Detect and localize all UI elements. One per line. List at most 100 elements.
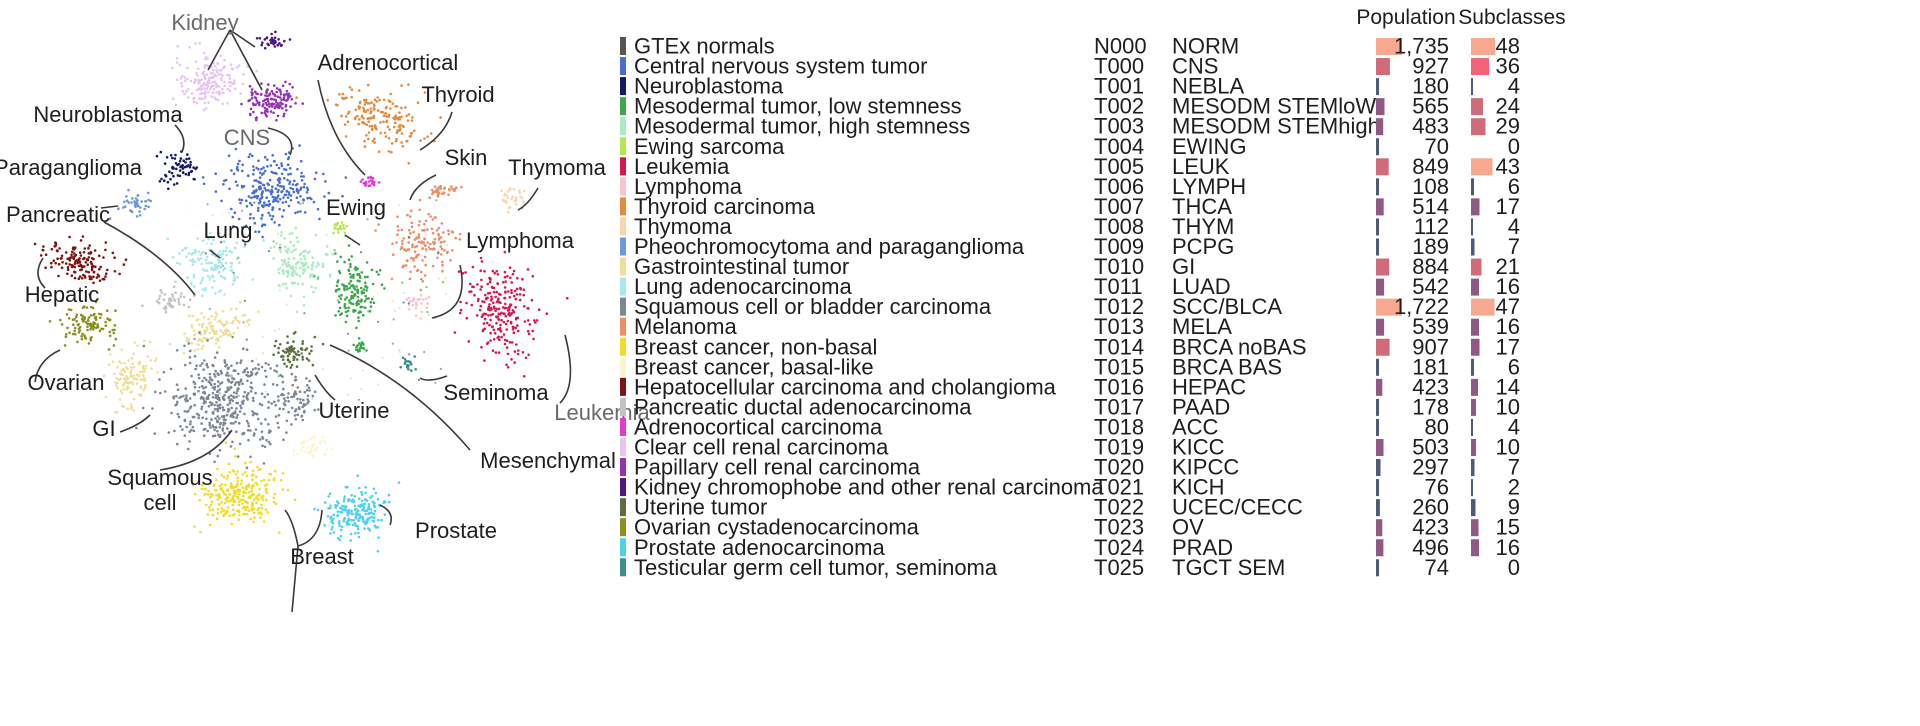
umap-point [423, 237, 426, 241]
umap-point [263, 155, 267, 159]
umap-point [295, 196, 299, 199]
umap-point [364, 294, 368, 298]
population-bar [1376, 258, 1390, 276]
umap-point [283, 260, 287, 263]
umap-point [346, 287, 349, 291]
umap-point [411, 303, 415, 307]
umap-point [234, 147, 238, 151]
umap-point [158, 180, 162, 183]
umap-point [220, 199, 223, 203]
umap-point [524, 356, 528, 360]
umap-point [78, 275, 82, 278]
umap-point [500, 318, 503, 322]
umap-point [405, 249, 408, 252]
umap-point [389, 107, 392, 110]
subclasses-bar [1471, 378, 1478, 396]
umap-point [372, 183, 376, 187]
umap-point [342, 223, 345, 227]
umap-point [504, 280, 507, 283]
population-bar [1376, 459, 1381, 477]
umap-point [98, 267, 101, 271]
umap-point [83, 256, 86, 260]
umap-point [512, 310, 516, 314]
umap-point [364, 100, 367, 104]
umap-point [417, 298, 420, 301]
umap-point [369, 300, 373, 304]
umap-point [202, 182, 206, 186]
umap-point [162, 298, 166, 302]
legend-swatch [620, 458, 626, 477]
umap-point [479, 288, 482, 291]
umap-point [507, 290, 510, 293]
umap-point [230, 250, 233, 254]
umap-point [405, 298, 409, 301]
umap-point [226, 87, 230, 91]
umap-point [269, 97, 273, 101]
umap-point [344, 115, 348, 118]
umap-point [275, 119, 278, 122]
umap-point [221, 87, 224, 91]
umap-point [277, 166, 281, 170]
umap-point [497, 297, 500, 301]
umap-point [136, 193, 140, 197]
umap-point [270, 36, 274, 40]
umap-point [415, 255, 419, 258]
umap-point [513, 350, 517, 353]
umap-point [223, 179, 226, 183]
umap-point [382, 98, 386, 102]
umap-point [288, 38, 292, 41]
umap-point [260, 192, 264, 195]
umap-point [475, 314, 479, 317]
umap-point [347, 269, 351, 273]
umap-point [505, 363, 508, 367]
umap-point [429, 242, 432, 246]
umap-point [291, 183, 295, 186]
umap-point [410, 209, 413, 213]
umap-point [437, 232, 440, 236]
umap-point [290, 250, 293, 254]
umap-point [113, 270, 117, 273]
umap-point [271, 195, 275, 199]
umap-point [341, 194, 344, 198]
umap-point [143, 207, 146, 211]
umap-point [104, 275, 107, 278]
umap-point [479, 269, 483, 273]
umap-point [506, 366, 510, 369]
umap-point [56, 257, 59, 261]
umap-point [175, 61, 179, 64]
umap-point [415, 303, 418, 307]
umap-point [338, 306, 342, 310]
umap-point [366, 108, 370, 112]
umap-point [291, 187, 295, 191]
umap-point [278, 88, 282, 92]
subclasses-bar [1471, 158, 1493, 176]
umap-point [495, 321, 498, 325]
umap-point [172, 174, 175, 178]
umap-point [344, 176, 348, 179]
umap-point [170, 171, 174, 175]
umap-point [253, 221, 257, 225]
umap-point [425, 306, 429, 310]
umap-point [252, 191, 256, 195]
umap-point [215, 91, 218, 94]
umap-point [492, 301, 495, 305]
umap-point [384, 135, 388, 138]
umap-point [263, 106, 267, 110]
umap-point [212, 88, 216, 91]
umap-point [223, 80, 226, 84]
umap-point [290, 232, 294, 235]
umap-point [358, 118, 361, 121]
umap-point [240, 198, 244, 202]
umap-point [350, 294, 353, 298]
umap-point [459, 311, 462, 315]
umap-point [512, 294, 516, 298]
umap-point [516, 324, 519, 327]
umap-point [286, 163, 290, 166]
umap-point [339, 255, 343, 259]
umap-point [96, 273, 100, 277]
umap-point [214, 97, 218, 101]
umap-point [512, 187, 516, 191]
umap-point [160, 177, 163, 181]
umap-point [146, 191, 150, 195]
umap-point [87, 270, 90, 274]
